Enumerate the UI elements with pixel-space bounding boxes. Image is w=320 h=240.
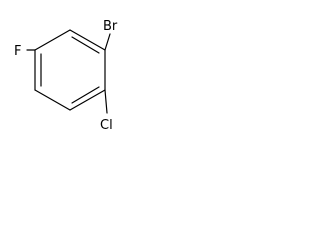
bond-c-br — [104, 33, 111, 51]
fluorine-label: F — [14, 44, 21, 59]
bond-c4-c5 — [34, 89, 71, 111]
benzene-ring — [34, 29, 106, 111]
bond-c-cl — [104, 89, 108, 114]
bond-c3-c4 — [69, 89, 106, 111]
double-bond-c1-c2-inner — [71, 36, 100, 54]
bond-c6-c1 — [34, 29, 71, 51]
molecule-structure: Br F Cl — [14, 19, 118, 133]
bond-c1-c2 — [69, 29, 106, 51]
double-bond-c3-c4-inner — [71, 86, 100, 104]
bromine-label: Br — [103, 19, 118, 34]
chlorine-label: Cl — [100, 118, 113, 133]
